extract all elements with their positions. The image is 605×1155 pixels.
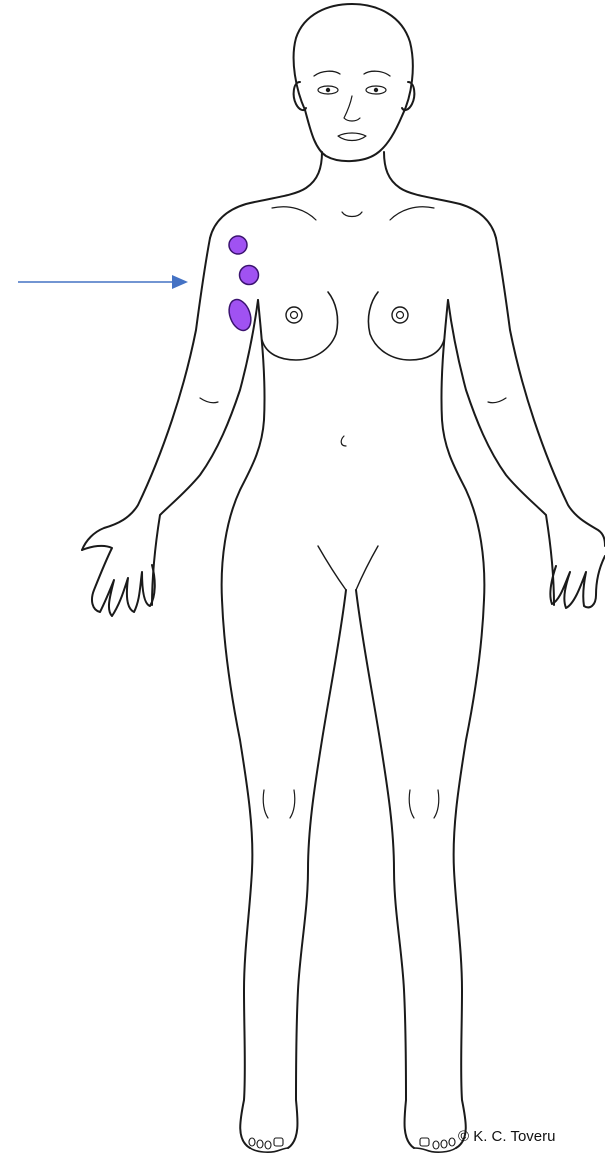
right-arm-outer [496,238,605,546]
right-toe-2 [441,1140,447,1148]
left-toe-1 [249,1138,255,1146]
right-nipple-outer [392,307,408,323]
right-leg-outer [454,600,484,1148]
left-leg-inner [288,590,346,1148]
neck-left [210,152,322,238]
torso-right [441,300,484,600]
left-toe-2 [257,1140,263,1148]
left-knee-outer [263,790,268,818]
lesion-upper [229,236,247,254]
arrow-head [172,275,188,289]
arrow-right-icon [18,275,188,289]
left-breast [262,292,338,360]
right-nipple-inner [397,312,404,319]
right-toe-1 [449,1138,455,1146]
groin-left [318,546,346,590]
right-knee-inner [409,790,414,818]
nose [344,96,360,121]
left-eyebrow [314,71,340,76]
navel [341,436,346,446]
mouth [338,133,366,141]
right-toe-4 [420,1138,429,1146]
left-nipple-outer [286,307,302,323]
right-breast [368,292,444,360]
right-elbow-crease [488,398,506,403]
right-hand [550,556,605,608]
female-body-outline [82,4,605,1152]
left-elbow-crease [200,398,218,403]
right-knee-outer [434,790,439,818]
lesion-markers [225,236,258,333]
right-eyebrow [364,71,390,76]
left-leg-outer [222,600,252,1148]
copyright-text: © K. C. Toveru [458,1128,555,1146]
right-arm-inner [448,300,554,605]
left-nipple-inner [291,312,298,319]
torso-left [222,300,265,600]
lesion-lower [225,297,255,334]
left-toe-4 [274,1138,283,1146]
left-toe-3 [265,1141,271,1149]
lesion-middle [240,266,259,285]
right-leg-inner [356,590,414,1148]
left-arm-outer [82,238,210,550]
groin-right [356,546,378,590]
right-pupil [374,88,378,92]
left-hand [82,546,155,616]
neck-right [384,152,496,238]
head-outline [294,4,413,161]
left-pupil [326,88,330,92]
right-toe-3 [433,1141,439,1149]
collarbone-right [390,207,434,220]
sternal-notch [342,212,362,217]
collarbone-left [272,207,316,220]
left-arm-inner [152,300,258,605]
right-ear [402,82,414,110]
left-knee-inner [290,790,295,818]
